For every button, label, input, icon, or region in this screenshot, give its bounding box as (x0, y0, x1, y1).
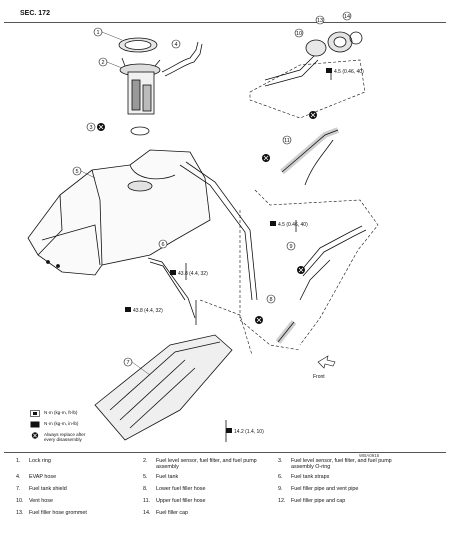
figure-reference: WBA0915 (359, 453, 380, 458)
part-item: 1.Lock ring (16, 458, 51, 464)
torque-value: 4.5 (0.46, 40) (278, 222, 308, 228)
callout: 4 (174, 42, 177, 48)
fuel-tank-part (27, 149, 211, 276)
o-ring-part (130, 126, 150, 136)
front-arrow-icon (317, 355, 336, 369)
vent-hose-part (304, 139, 334, 186)
legend-text: N·m (kg-m, in-lb) (44, 421, 79, 426)
dashed-outline (199, 59, 379, 356)
torque-value: 43.8 (4.4, 32) (178, 271, 208, 277)
part-item: 9.Fuel filler pipe and vent pipe (278, 486, 359, 492)
legend-item: Always replace after every disassembly (30, 432, 90, 442)
upper-fuel-filler-hose-part (280, 127, 340, 175)
callout: 9 (289, 244, 292, 250)
nm-kgm-inlb-icon (30, 421, 40, 428)
callout-numbers: 1 2 3 4 5 6 7 8 9 10 11 13 14 (75, 14, 350, 366)
evap-hose-part (161, 41, 199, 73)
top-divider (4, 22, 446, 23)
fuel-filler-pipe-and-cap-part (264, 39, 327, 87)
callout: 8 (269, 297, 272, 303)
section-label: SEC. 172 (20, 10, 50, 17)
part-item: 4.EVAP hose (16, 474, 57, 480)
torque-icon (125, 68, 332, 433)
part-item: 14.Fuel filler cap (143, 510, 189, 516)
legend-text: N·m (kg-m, ft-lb) (44, 410, 78, 415)
callout: 3 (89, 125, 92, 131)
part-item: 7.Fuel tank shield (16, 486, 67, 492)
legend-item: N·m (kg-m, in-lb) (30, 421, 78, 428)
callout: 14 (344, 14, 350, 20)
parts-divider (4, 452, 446, 453)
front-label: Front (313, 374, 325, 380)
part-item: 8.Lower fuel filler hose (143, 486, 206, 492)
legend-item: N·m (kg-m, ft-lb) (30, 410, 77, 417)
fuel-filler-pipe-and-vent-pipe-part (299, 225, 367, 301)
replace-after-disassembly-icon (31, 432, 39, 439)
legend-text: Always replace after every disassembly (44, 432, 86, 442)
callout: 5 (75, 169, 78, 175)
callout: 6 (161, 242, 164, 248)
torque-value: 14.2 (1.4, 10) (234, 429, 264, 435)
fuel-filler-cap-part (349, 31, 363, 45)
fuel-tank-straps-part (147, 161, 258, 319)
torque-value: 4.5 (0.46, 40) (334, 69, 364, 75)
callout: 2 (101, 60, 104, 66)
fuel-tank-shield-part (94, 334, 233, 441)
fuel-pump-assembly-part (119, 57, 161, 115)
nm-kgm-ftlb-icon (30, 410, 40, 417)
part-item: 13.Fuel filler hose grommet (16, 510, 87, 516)
part-item: 2.Fuel level sensor, fuel filter, and fu… (143, 458, 257, 471)
callout: 11 (284, 138, 290, 144)
callout: 1 (96, 30, 99, 36)
part-item: 3.Fuel level sensor, fuel filter, and fu… (278, 458, 392, 471)
part-item: 5.Fuel tank (143, 474, 179, 480)
callout: 7 (126, 360, 129, 366)
lock-ring-part (118, 37, 158, 53)
torque-value: 43.8 (4.4, 32) (133, 308, 163, 314)
part-item: 10.Vent hose (16, 498, 53, 504)
part-item: 11.Upper fuel filler hose (143, 498, 206, 504)
part-item: 6.Fuel tank straps (278, 474, 330, 480)
callout: 13 (317, 18, 323, 24)
part-item: 12.Fuel filler pipe and cap (278, 498, 346, 504)
callout: 10 (296, 31, 302, 37)
